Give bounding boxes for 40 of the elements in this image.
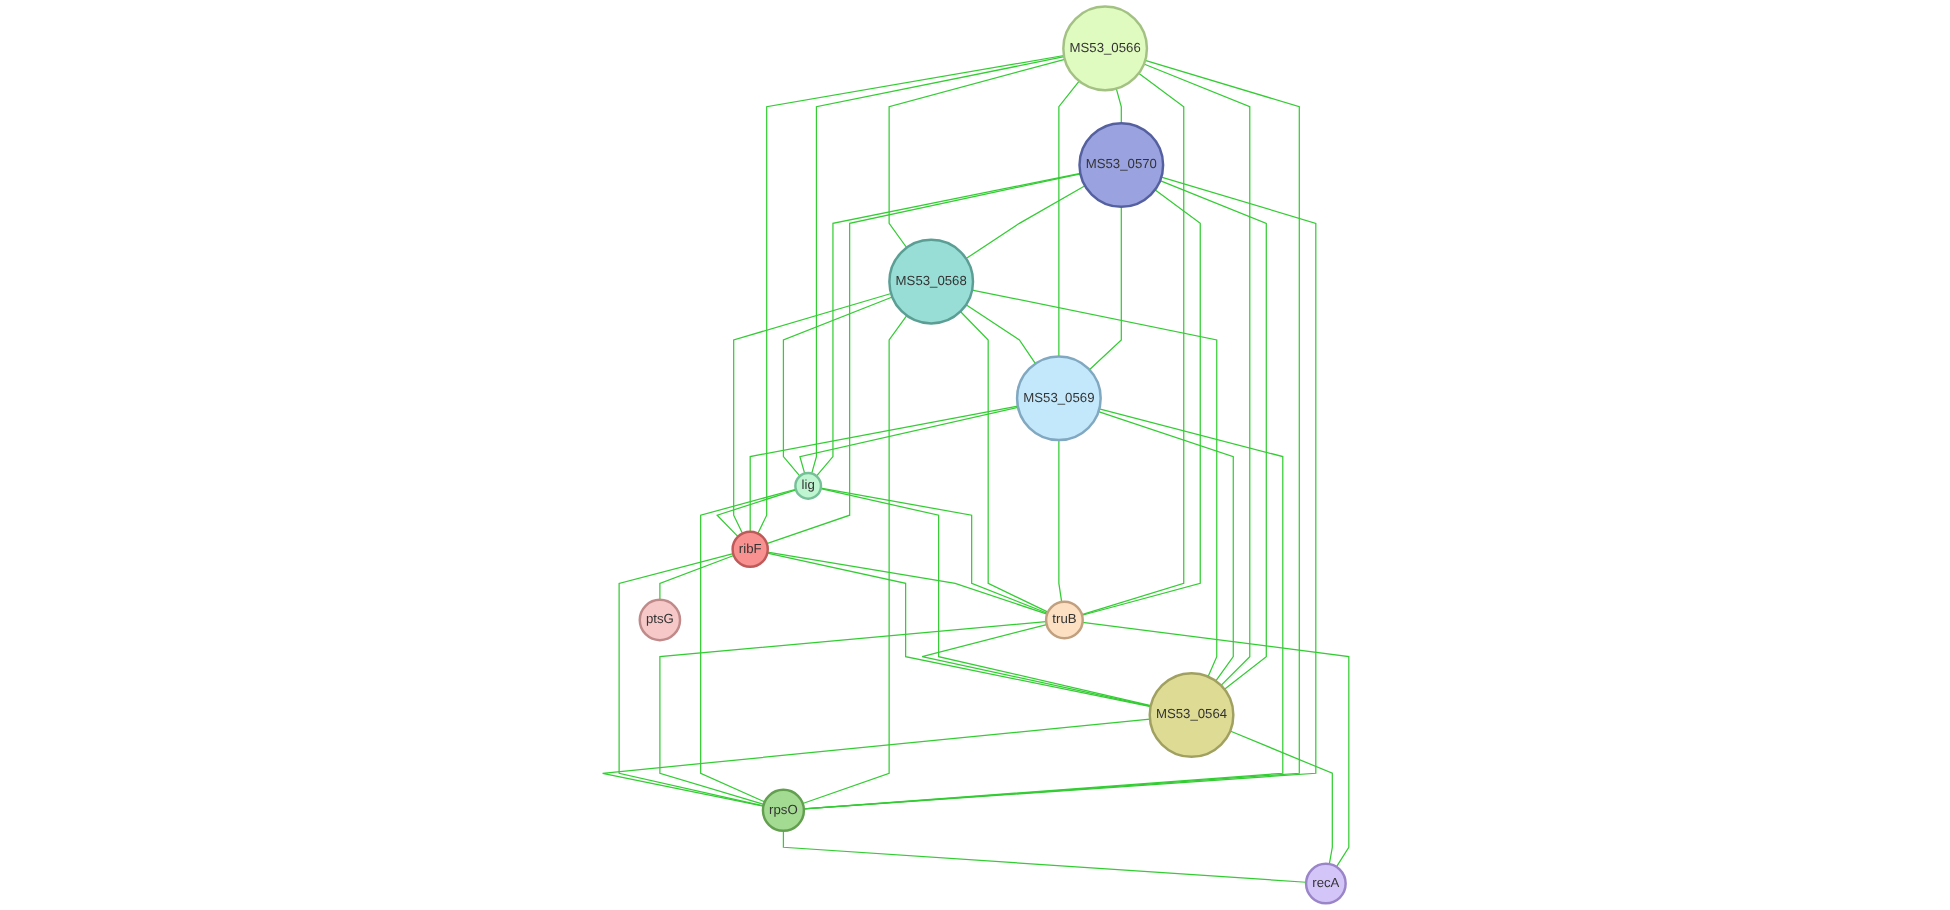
connector <box>1057 80 1080 358</box>
connector <box>959 310 1048 613</box>
connector <box>715 489 796 538</box>
connector <box>802 408 1283 810</box>
connector <box>1142 63 1250 687</box>
connector <box>970 289 1217 678</box>
connector <box>782 296 893 477</box>
connector <box>1158 180 1267 690</box>
connector <box>1057 439 1062 603</box>
connector <box>964 304 1036 365</box>
connector <box>765 173 1081 545</box>
connector <box>766 552 1151 708</box>
connector <box>782 830 1307 883</box>
connector <box>601 718 1150 807</box>
connector <box>756 54 1064 535</box>
connector <box>1080 189 1201 616</box>
connector <box>732 292 891 535</box>
connector <box>802 59 1300 810</box>
connector <box>1228 730 1333 865</box>
connector <box>658 621 1047 806</box>
connector <box>810 56 1065 475</box>
connector <box>1097 410 1234 682</box>
connector <box>617 553 764 807</box>
connector <box>1081 621 1349 868</box>
connector <box>766 551 1047 615</box>
connector <box>748 405 1018 533</box>
connector <box>964 185 1085 260</box>
connector <box>920 624 1151 707</box>
connector <box>1080 72 1184 616</box>
connector <box>802 176 1316 810</box>
connector <box>798 406 1018 475</box>
connector <box>1114 88 1122 124</box>
connector <box>699 488 796 803</box>
connector <box>658 554 734 601</box>
connector <box>815 172 1081 477</box>
connector <box>819 488 1151 707</box>
connector <box>887 58 1065 249</box>
connector <box>801 314 907 805</box>
connector <box>819 487 1048 614</box>
connector <box>1088 206 1122 371</box>
